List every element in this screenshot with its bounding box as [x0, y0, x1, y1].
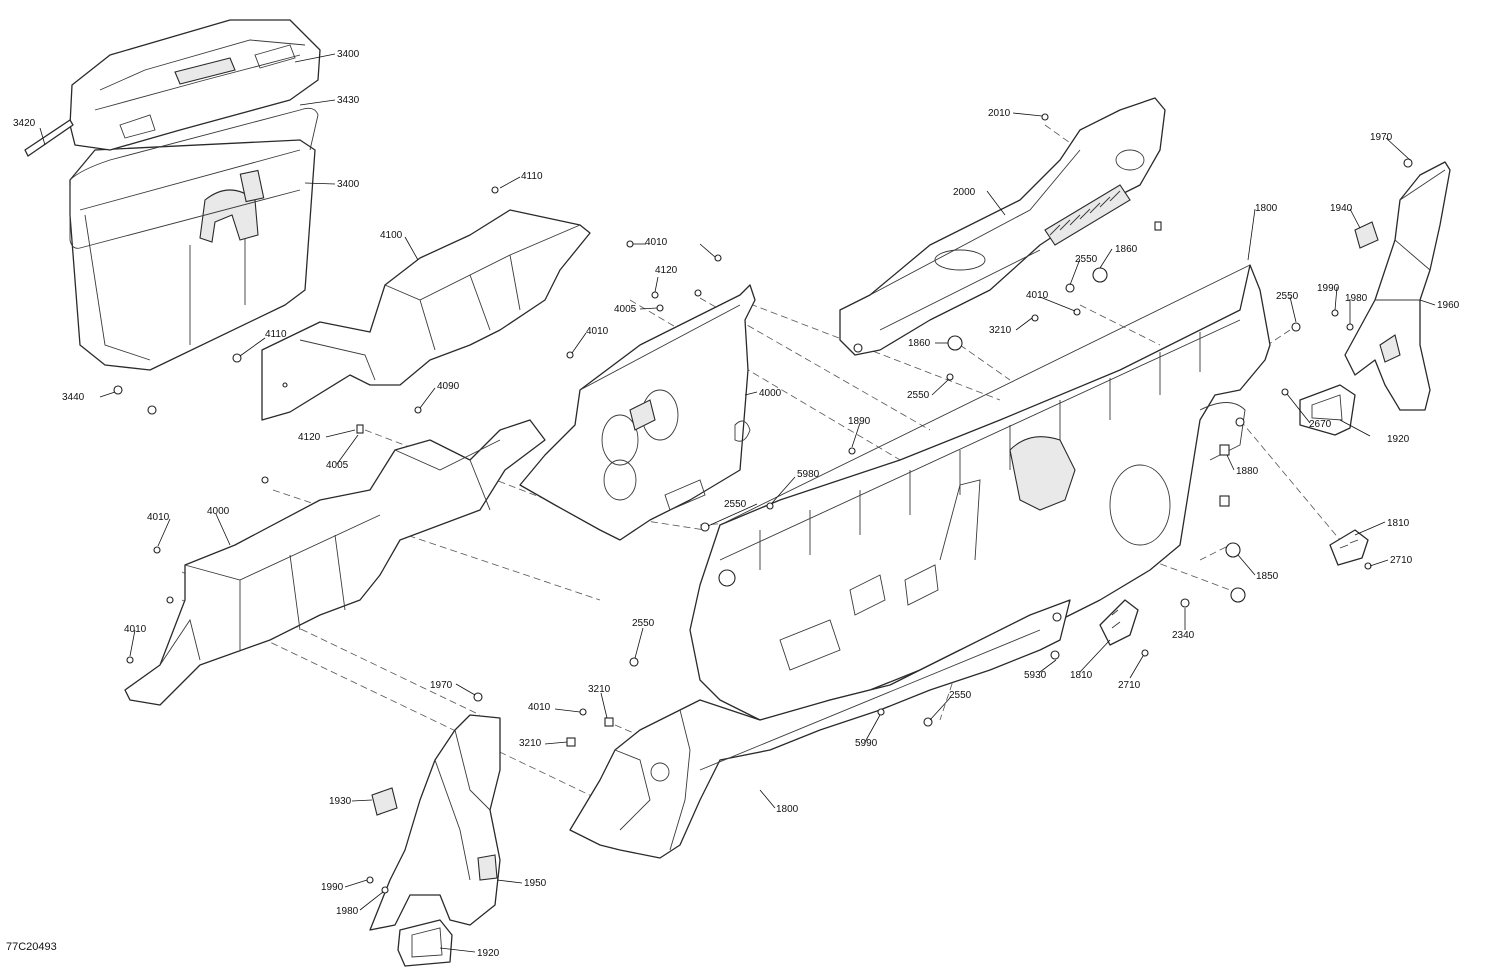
- callout-1860-a: 1860: [1115, 244, 1138, 255]
- callout-1930: 1930: [329, 796, 352, 807]
- callout-2550-d: 2550: [724, 499, 747, 510]
- callout-2340: 2340: [1172, 630, 1195, 641]
- callout-saddlebag-lid: 3400: [337, 49, 360, 60]
- callout-4010-a: 4010: [645, 237, 668, 248]
- bracket-1810-right: [1329, 529, 1369, 566]
- callout-1880: 1880: [1236, 466, 1259, 477]
- callout-handle: 3420: [13, 118, 36, 129]
- callout-1990-right: 1990: [1317, 283, 1340, 294]
- callout-5990: 5990: [855, 738, 878, 749]
- callout-1940: 1940: [1330, 203, 1353, 214]
- main-panel-lower: [569, 599, 1071, 859]
- grab-handle-left: [397, 919, 453, 967]
- callout-4010-f: 4010: [528, 702, 551, 713]
- callout-4010-d: 4010: [124, 624, 147, 635]
- callout-1850: 1850: [1256, 571, 1279, 582]
- callout-2550-f: 2550: [632, 618, 655, 629]
- callout-5980: 5980: [797, 469, 820, 480]
- callout-center-tray: 4000: [759, 388, 782, 399]
- callout-3210-a: 3210: [989, 325, 1012, 336]
- callout-1890: 1890: [848, 416, 871, 427]
- callout-2550-a: 2550: [1075, 254, 1098, 265]
- strap: [69, 107, 319, 249]
- side-box-upper: [261, 209, 591, 421]
- main-panel: [569, 264, 1271, 859]
- center-tray: [519, 284, 756, 541]
- callout-2550-c: 2550: [1276, 291, 1299, 302]
- handle: [24, 119, 74, 157]
- callout-1990-left: 1990: [321, 882, 344, 893]
- callout-4110-top: 4110: [521, 171, 543, 182]
- callout-4010-c: 4010: [147, 512, 170, 523]
- callout-bag-fastener: 3440: [62, 392, 85, 403]
- upper-trim-panel: [839, 97, 1166, 356]
- callout-4010-e: 4010: [1026, 290, 1049, 301]
- callout-1860-b: 1860: [908, 338, 931, 349]
- insert-1940: [1354, 221, 1379, 249]
- figure-id: 77C20493: [6, 941, 57, 953]
- callout-1980-left: 1980: [336, 906, 359, 917]
- callout-2710-lower: 2710: [1118, 680, 1141, 691]
- saddlebag-lid: [69, 19, 321, 151]
- callout-3210-b: 3210: [588, 684, 611, 695]
- callout-4110-left: 4110: [265, 329, 287, 340]
- callout-2550-e: 2550: [949, 690, 972, 701]
- callout-1970-right: 1970: [1370, 132, 1393, 143]
- callout-1810-right: 1810: [1387, 518, 1410, 529]
- callout-main-panel-upper: 1800: [1255, 203, 1278, 214]
- callout-4120-b: 4120: [298, 432, 321, 443]
- callout-grab-handle-left: 1920: [477, 948, 500, 959]
- side-box-lower: [124, 419, 546, 706]
- callout-4005-b: 4005: [326, 460, 349, 471]
- callout-3210-c: 3210: [519, 738, 542, 749]
- callout-upper-trim-panel: 2000: [953, 187, 976, 198]
- callout-saddlebag-body: 3400: [337, 179, 360, 190]
- callout-2710-right: 2710: [1390, 555, 1413, 566]
- saddlebag-assembly: [24, 19, 321, 415]
- callout-4120-a: 4120: [655, 265, 678, 276]
- callout-2010: 2010: [988, 108, 1011, 119]
- right-pillar-trim: [1299, 158, 1451, 436]
- insert-1930: [371, 787, 398, 816]
- hardware: [126, 113, 1372, 894]
- callout-side-box-upper: 4100: [380, 230, 403, 241]
- grab-handle-right: [1299, 384, 1356, 436]
- callout-2670: 2670: [1309, 419, 1332, 430]
- callout-labels: 3400 3430 3420 3400 3440 4110 4100 4110 …: [6, 49, 1460, 959]
- leader-lines: [39, 53, 1436, 953]
- callout-1970-left: 1970: [430, 680, 453, 691]
- callout-main-panel-lower: 1800: [776, 804, 799, 815]
- callout-right-pillar-trim: 1960: [1437, 300, 1460, 311]
- left-pillar-trim: [369, 692, 501, 967]
- callout-2550-b: 2550: [907, 390, 930, 401]
- callout-1810-lower: 1810: [1070, 670, 1093, 681]
- callout-left-pillar-trim: 1950: [524, 878, 547, 889]
- callout-5930: 5930: [1024, 670, 1047, 681]
- callout-grab-handle-right: 1920: [1387, 434, 1410, 445]
- callout-strap: 3430: [337, 95, 360, 106]
- bracket-1810-lower: [1099, 599, 1139, 646]
- callout-4010-b: 4010: [586, 326, 609, 337]
- callout-4005-a: 4005: [614, 304, 637, 315]
- callout-1980-right: 1980: [1345, 293, 1368, 304]
- callout-4090: 4090: [437, 381, 460, 392]
- callout-side-box-lower: 4000: [207, 506, 230, 517]
